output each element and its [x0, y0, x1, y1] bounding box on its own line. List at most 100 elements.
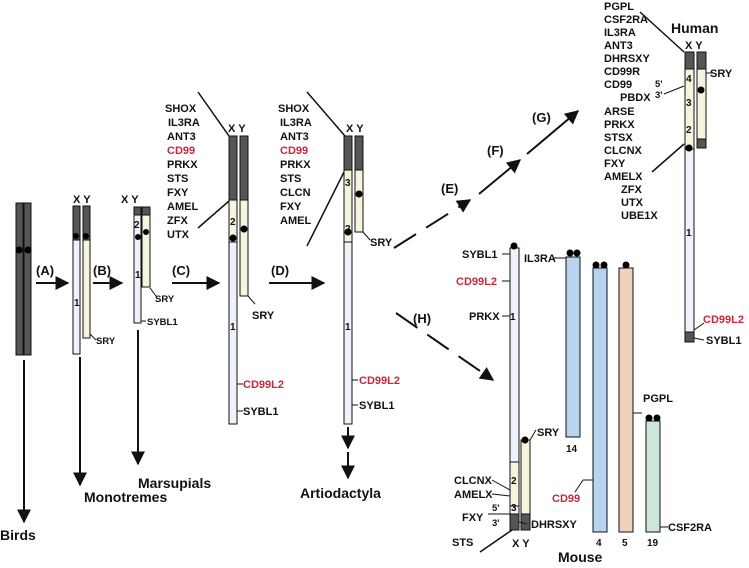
mouse-sry-tick [529, 429, 537, 441]
svg-text:STS: STS [167, 173, 188, 185]
svg-text:STSX: STSX [604, 132, 633, 144]
mouse-sry-label: SRY [537, 427, 560, 439]
mouse-prkx-label: PRKX [469, 311, 500, 323]
step-f-label: (F) [487, 143, 504, 158]
mouse-chr14 [565, 249, 581, 438]
ancestor-d-region-3: 3 [345, 178, 351, 189]
monotreme-sry-label: SRY [96, 336, 116, 347]
step-e-label: (E) [441, 181, 458, 196]
ancestor-d-gene-list: SHOX IL3RA ANT3 CD99 PRKX STS CLCN FXY A… [278, 103, 312, 227]
mouse-amelx-tick [491, 493, 511, 497]
mouse-csf2ra-label: CSF2RA [668, 522, 712, 534]
svg-text:ZFX: ZFX [167, 215, 188, 227]
monotreme-xy-label: X Y [73, 194, 91, 206]
human-region-2: 2 [686, 125, 692, 136]
step-g-arrow [526, 110, 580, 155]
mouse-cd99l2-label: CD99L2 [456, 276, 497, 288]
human-gene-list: PGPL CSF2RA IL3RA ANT3 DHRSXY CD99R CD99… [604, 1, 658, 222]
mouse-sts-tick [479, 529, 513, 553]
svg-text:IL3RA: IL3RA [604, 27, 636, 39]
mouse-region-2: 2 [511, 476, 517, 487]
human-region-1: 1 [686, 228, 692, 239]
birds-chromosomes [15, 202, 32, 356]
marsupial-chromosomes [133, 206, 151, 324]
svg-text:SHOX: SHOX [165, 103, 197, 115]
svg-text:CD99: CD99 [604, 79, 632, 91]
mouse-xy-label: X Y [512, 538, 530, 550]
svg-text:PGPL: PGPL [604, 1, 634, 13]
svg-text:CLCNX: CLCNX [604, 145, 643, 157]
human-label: Human [671, 20, 718, 36]
step-a-label: (A) [36, 263, 54, 278]
svg-text:AMEL: AMEL [280, 215, 311, 227]
mouse-chr19 [645, 414, 661, 533]
ancestor-c-bracket-bottom [197, 200, 230, 229]
svg-text:ANT3: ANT3 [167, 131, 196, 143]
ancestor-d-region-2: 2 [345, 224, 351, 235]
mouse-clcnx-tick [491, 479, 511, 491]
mouse-il3ra-label: IL3RA [524, 253, 556, 265]
svg-text:FXY: FXY [167, 187, 189, 199]
ancestor-c-bracket-top [197, 91, 230, 137]
human-chromosomes [684, 51, 707, 343]
mouse-chr19-label: 19 [647, 538, 659, 549]
birds-label: Birds [0, 527, 36, 543]
svg-text:PRKX: PRKX [604, 119, 635, 131]
marsupial-sry-label: SRY [155, 294, 175, 305]
svg-text:IL3RA: IL3RA [168, 117, 200, 129]
ancestor-c-sry-label: SRY [252, 310, 275, 322]
svg-text:CSF2RA: CSF2RA [604, 14, 648, 26]
step-c-label: (C) [172, 263, 190, 278]
step-g-label: (G) [532, 110, 551, 125]
human-xy-label: X Y [685, 40, 703, 52]
ancestor-d-sry-tick [362, 231, 371, 241]
human-region-4: 4 [686, 74, 692, 85]
step-h-label: (H) [413, 311, 431, 326]
mouse-dhrsxy-label: DHRSXY [531, 519, 578, 531]
svg-text:CD99R: CD99R [604, 66, 640, 78]
svg-text:AMELX: AMELX [604, 171, 643, 183]
ancestor-d-bracket-top [306, 91, 346, 137]
mouse-chr5 [618, 261, 634, 533]
artiodactyla-label: Artiodactyla [300, 485, 381, 501]
mouse-amelx-label: AMELX [454, 489, 493, 501]
mouse-chr4-label: 4 [596, 538, 602, 549]
mouse-region-1: 1 [510, 312, 516, 323]
svg-text:CD99: CD99 [167, 145, 195, 157]
human-sybl1-tick [693, 337, 705, 341]
mouse-fxy-label: FXY [462, 512, 484, 524]
svg-text:FXY: FXY [604, 158, 626, 170]
mouse-cd99-label: CD99 [552, 493, 580, 505]
svg-text:STS: STS [280, 173, 301, 185]
svg-text:FXY: FXY [280, 201, 302, 213]
svg-text:PRKX: PRKX [280, 159, 311, 171]
ancestor-d-bracket-bottom [306, 169, 346, 247]
monotreme-sry-tick [89, 333, 97, 341]
monotremes-label: Monotremes [84, 489, 167, 505]
marsupials-label: Marsupials [138, 475, 211, 491]
ancestor-c-region-1: 1 [230, 322, 236, 333]
svg-text:SHOX: SHOX [278, 103, 310, 115]
step-b-label: (B) [93, 263, 111, 278]
mouse-chr5-label: 5 [622, 538, 628, 549]
step-h-arrow [395, 312, 495, 381]
step-f-arrow [478, 159, 522, 195]
svg-text:CD99: CD99 [280, 145, 308, 157]
svg-text:CLCN: CLCN [280, 187, 311, 199]
mouse-dhrsxy-tick [518, 521, 528, 525]
svg-text:AMEL: AMEL [167, 201, 198, 213]
mouse-region-3: 3 [511, 503, 517, 514]
svg-text:ZFX: ZFX [621, 184, 642, 196]
svg-text:UTX: UTX [621, 197, 644, 209]
ancestor-d-region-1: 1 [345, 322, 351, 333]
human-bracket-top [639, 11, 685, 53]
svg-text:PBDX: PBDX [620, 92, 651, 104]
mouse-fxy-3prime: 3' [492, 518, 500, 529]
ancestor-c-sybl1-label: SYBL1 [243, 406, 278, 418]
human-sybl1-label: SYBL1 [706, 335, 741, 347]
mouse-label: Mouse [558, 549, 603, 565]
human-region-3: 3 [686, 98, 692, 109]
svg-text:ARSE: ARSE [604, 106, 635, 118]
step-e-arrow [393, 199, 472, 249]
svg-text:PRKX: PRKX [167, 159, 198, 171]
